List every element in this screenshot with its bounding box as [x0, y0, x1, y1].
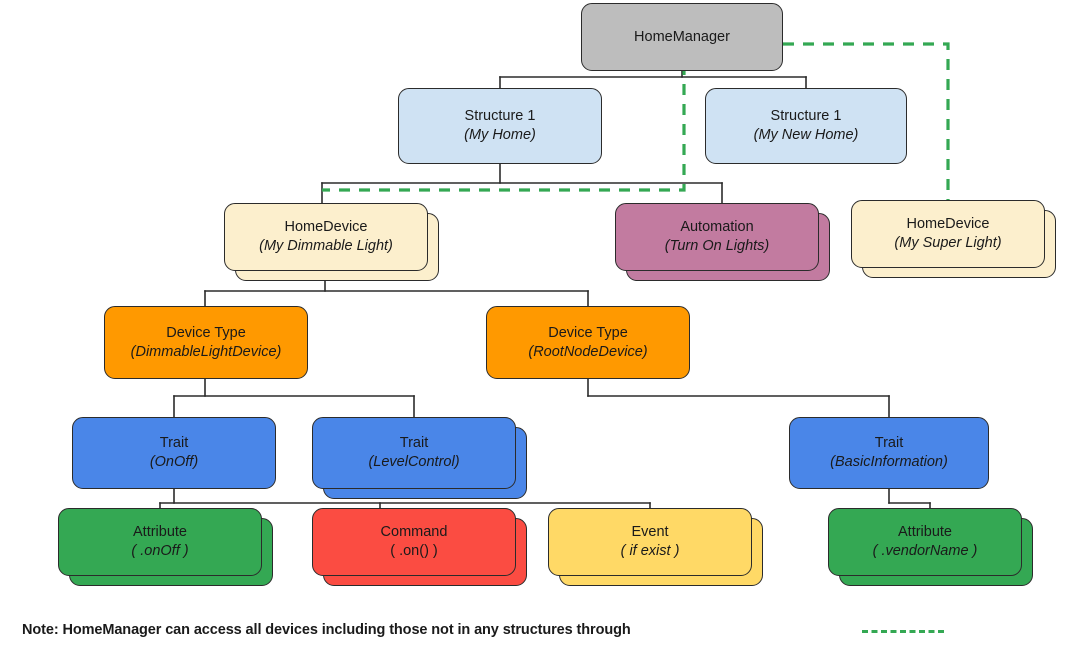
node-trait-onoff[interactable]: Trait (OnOff): [72, 417, 276, 489]
node-home-manager-label: HomeManager: [634, 28, 730, 45]
node-structure-my-new-home[interactable]: Structure 1 (My New Home): [705, 88, 907, 164]
node-event-subtitle: ( if exist ): [620, 543, 680, 559]
node-attribute-vendor-name[interactable]: Attribute ( .vendorName ): [828, 508, 1022, 576]
node-automation-turn-on-lights[interactable]: Automation (Turn On Lights): [615, 203, 819, 271]
node-trait-basicinformation-title: Trait: [874, 435, 904, 452]
node-attribute-onoff[interactable]: Attribute ( .onOff ): [58, 508, 262, 576]
node-structure-my-home[interactable]: Structure 1 (My Home): [398, 88, 602, 164]
node-trait-onoff-subtitle: (OnOff): [149, 454, 199, 470]
node-command-on-subtitle: ( .on() ): [390, 543, 438, 559]
node-structure-my-home-subtitle: (My Home): [464, 127, 536, 143]
node-attribute-onoff-title: Attribute: [133, 524, 187, 541]
node-trait-basicinformation-subtitle: (BasicInformation): [830, 454, 948, 470]
node-home-device-dimmable-title: HomeDevice: [284, 219, 368, 236]
node-structure-my-home-title: Structure 1: [464, 108, 536, 125]
node-device-type-rootnode-title: Device Type: [548, 324, 628, 341]
node-home-device-dimmable-subtitle: (My Dimmable Light): [259, 238, 393, 254]
node-device-type-dimmable-light-device[interactable]: Device Type (DimmableLightDevice): [104, 306, 308, 379]
node-event-if-exist[interactable]: Event ( if exist ): [548, 508, 752, 576]
footnote-text: Note: HomeManager can access all devices…: [22, 622, 631, 638]
node-device-type-dimmable-subtitle: (DimmableLightDevice): [130, 343, 282, 360]
node-automation-title: Automation: [680, 219, 754, 236]
node-structure-my-new-home-title: Structure 1: [770, 108, 842, 125]
node-event-title: Event: [631, 524, 669, 541]
node-device-type-root-node-device[interactable]: Device Type (RootNodeDevice): [486, 306, 690, 379]
node-home-device-dimmable[interactable]: HomeDevice (My Dimmable Light): [224, 203, 428, 271]
node-trait-levelcontrol-title: Trait: [399, 435, 429, 452]
node-home-manager[interactable]: HomeManager: [581, 3, 783, 71]
node-attribute-vendorname-subtitle: ( .vendorName ): [872, 543, 978, 559]
node-structure-my-new-home-subtitle: (My New Home): [753, 127, 859, 143]
node-home-device-super-title: HomeDevice: [906, 216, 990, 233]
node-automation-subtitle: (Turn On Lights): [664, 238, 770, 254]
node-command-on[interactable]: Command ( .on() ): [312, 508, 516, 576]
node-device-type-rootnode-subtitle: (RootNodeDevice): [528, 343, 648, 360]
node-home-device-super-light[interactable]: HomeDevice (My Super Light): [851, 200, 1045, 268]
node-attribute-vendorname-title: Attribute: [898, 524, 952, 541]
node-attribute-onoff-subtitle: ( .onOff ): [131, 543, 189, 559]
node-trait-basic-information[interactable]: Trait (BasicInformation): [789, 417, 989, 489]
node-trait-level-control[interactable]: Trait (LevelControl): [312, 417, 516, 489]
node-home-device-super-subtitle: (My Super Light): [894, 235, 1002, 251]
footnote-dashed-legend-icon: [862, 630, 944, 633]
node-device-type-dimmable-title: Device Type: [166, 324, 246, 341]
node-trait-onoff-title: Trait: [159, 435, 189, 452]
node-command-on-title: Command: [380, 524, 448, 541]
node-trait-levelcontrol-subtitle: (LevelControl): [368, 454, 460, 470]
